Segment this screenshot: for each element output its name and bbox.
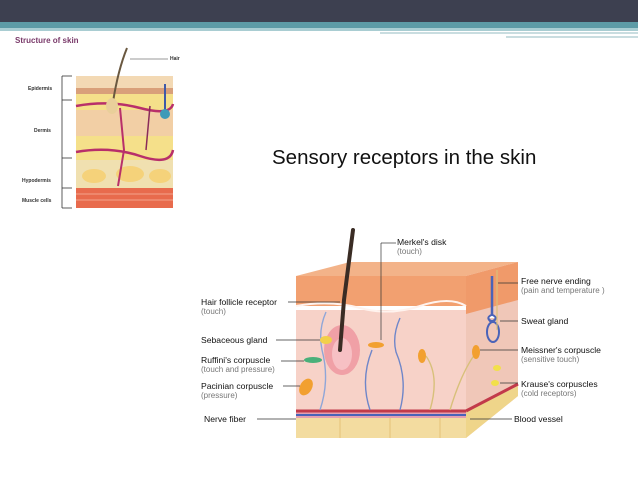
label-hair-follicle-receptor: Hair follicle receptor [201,297,277,307]
label-pacinian-corpuscle-function: (pressure) [201,391,238,400]
label-sweat-gland: Sweat gland [521,316,569,326]
label-sebaceous-gland: Sebaceous gland [201,335,268,345]
header-bar [0,0,638,22]
label-hair: Hair [170,56,180,62]
label-free-nerve-ending: Free nerve ending [521,276,591,286]
label-dermis: Dermis [34,128,51,134]
label-meissners-corpuscle: Meissner's corpuscle [521,345,601,355]
label-nerve-fiber: Nerve fiber [204,414,247,424]
label-meissners-corpuscle-function: (sensitive touch) [521,355,580,364]
header-accent-stripe [0,22,638,28]
label-ruffinis-corpuscle-function: (touch and pressure) [201,365,275,374]
label-ruffinis-corpuscle: Ruffini's corpuscle [201,355,271,365]
label-pacinian-corpuscle: Pacinian corpuscle [201,381,274,391]
header-accent-stripe-light [0,28,638,31]
label-muscle-cells: Muscle cells [22,198,52,204]
label-merkels-disk-function: (touch) [397,247,422,256]
label-hair-follicle-function: (touch) [201,307,226,316]
label-krauses-corpuscles-function: (cold receptors) [521,389,577,398]
label-krauses-corpuscles: Krause's corpuscles [521,379,598,389]
header-accent-line [380,32,638,34]
label-epidermis: Epidermis [28,86,53,92]
label-blood-vessel: Blood vessel [514,414,563,424]
label-merkels-disk: Merkel's disk [397,237,447,247]
slide-title: Sensory receptors in the skin [272,146,537,169]
label-free-nerve-ending-function: (pain and temperature ) [521,286,605,295]
label-hypodermis: Hypodermis [22,178,51,184]
header-accent-line-short [506,36,638,38]
structure-of-skin-title: Structure of skin [15,36,79,45]
